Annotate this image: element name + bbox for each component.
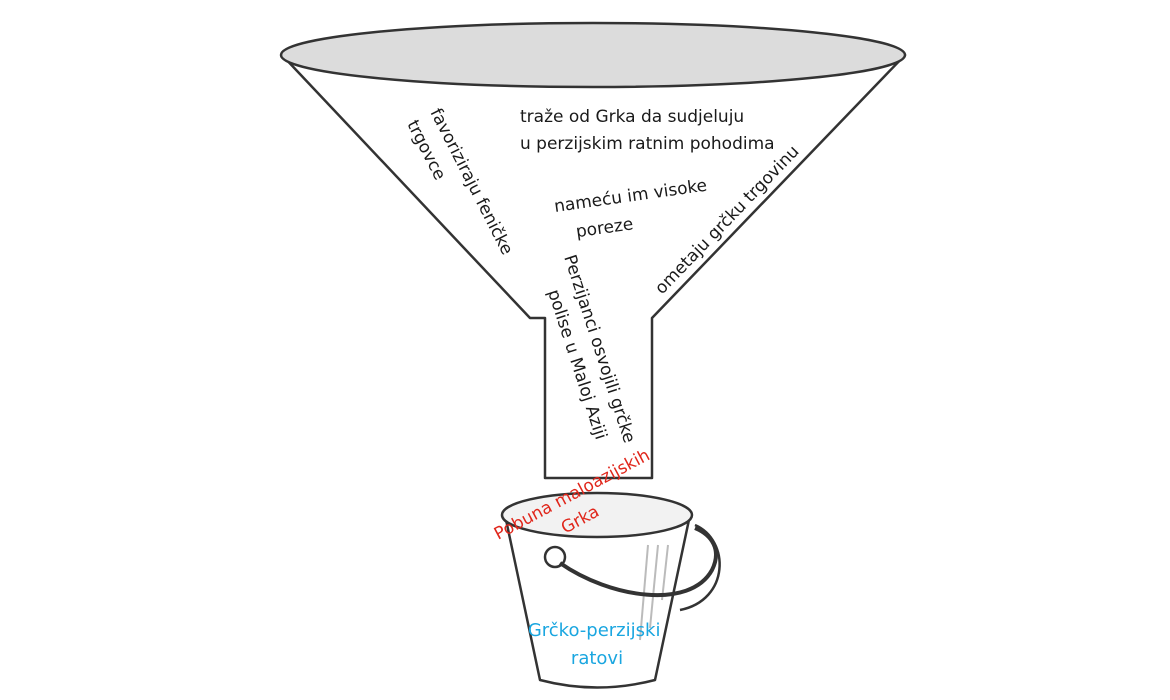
bucket-rim bbox=[500, 491, 694, 539]
bucket-handle bbox=[558, 526, 718, 598]
bucket-ring bbox=[543, 545, 567, 569]
result-label: Grčko-perzijski ratovi bbox=[528, 620, 666, 669]
funnel-icon bbox=[279, 21, 907, 480]
bucket-icon bbox=[500, 491, 721, 689]
funnel-cone bbox=[280, 53, 907, 480]
funnel-rim bbox=[279, 21, 907, 89]
cause-demand-participation: traže od Grka da sudjeluju u perzijskim … bbox=[520, 107, 775, 154]
